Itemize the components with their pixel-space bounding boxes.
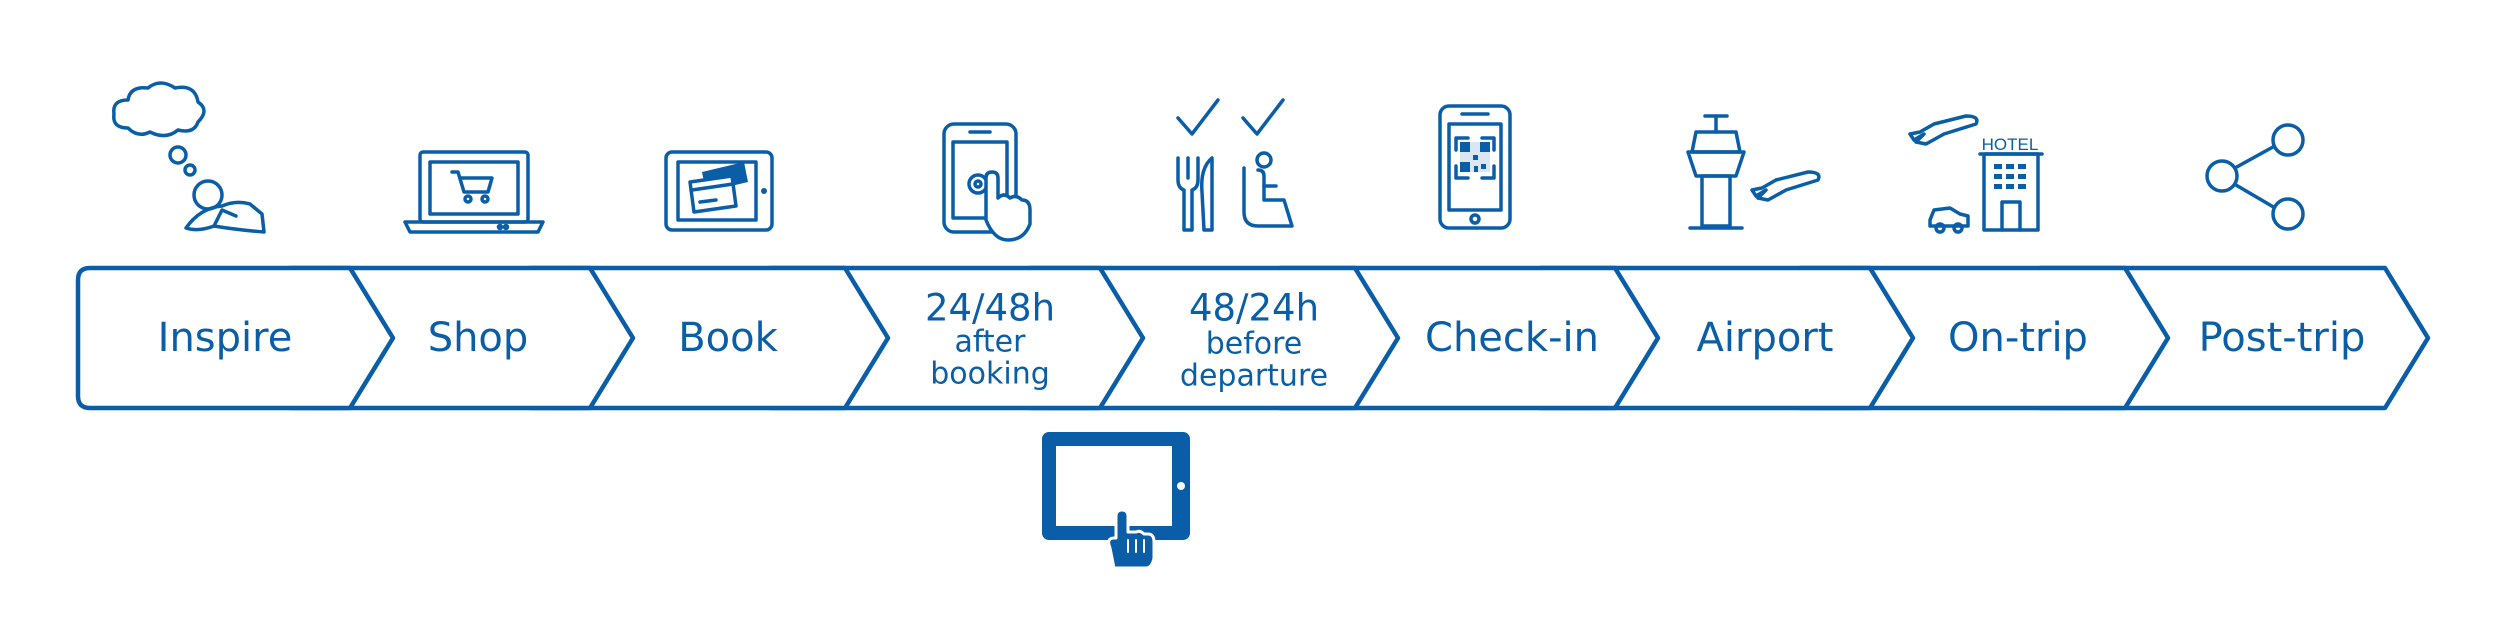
step-label-24-48h: 24/48h (925, 287, 1055, 330)
control-tower-plane-icon (1686, 114, 1821, 230)
step-label-inspire: Inspire (158, 315, 293, 361)
step-label-48-24h: 48/24h (1189, 287, 1319, 330)
hotel-sign-text: HOTEL (1982, 135, 2039, 154)
step-label-book: Book (678, 315, 778, 361)
laptop-cart-icon (403, 150, 545, 234)
step-sub-after: after (955, 325, 1027, 360)
step-label-on-trip: On-trip (1948, 315, 2088, 361)
tablet-hand-icon (1042, 432, 1190, 570)
tablet-cards-icon (664, 150, 774, 232)
step-label-airport: Airport (1697, 315, 1834, 361)
journey-band (75, 265, 2431, 411)
share-icon (2205, 123, 2305, 231)
thinking-person-icon (112, 81, 266, 234)
step-label-check-in: Check-in (1425, 315, 1599, 361)
hotel-plane-car-icon: HOTEL (1908, 114, 2044, 234)
step-sub-booking: booking (930, 357, 1050, 392)
step-sub-departure: departure (1180, 359, 1328, 394)
step-label-shop: Shop (428, 315, 529, 361)
phone-qr-icon (1438, 104, 1512, 230)
phone-touch-icon (942, 122, 1032, 242)
chevron-inspire (75, 265, 396, 411)
step-sub-before: before (1206, 327, 1303, 362)
meal-seat-check-icon (1176, 98, 1294, 232)
journey-labels: Inspire Shop Book 24/48h after booking 4… (158, 287, 2366, 394)
step-label-post-trip: Post-trip (2199, 315, 2366, 361)
